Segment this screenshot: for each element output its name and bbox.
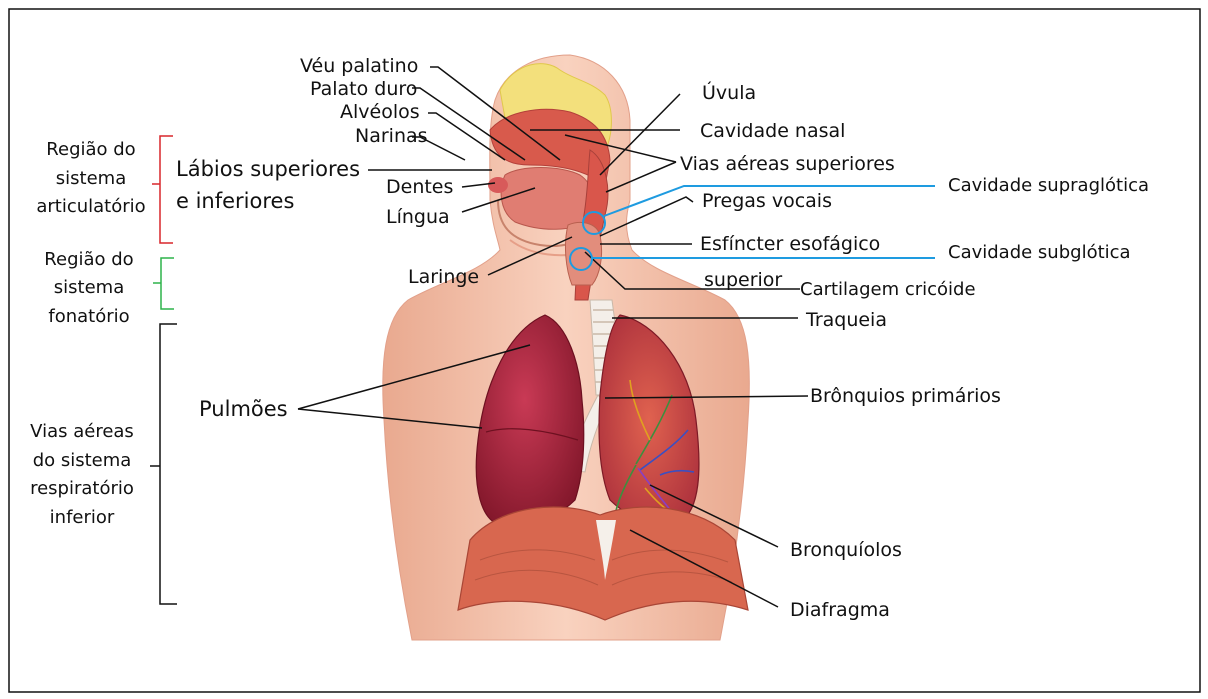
region-lower-line1: Vias aéreas bbox=[30, 421, 134, 442]
label-cartilagem-cricoide: Cartilagem cricóide bbox=[800, 279, 976, 300]
label-pregas-vocais: Pregas vocais bbox=[702, 190, 832, 212]
label-palato-duro: Palato duro bbox=[310, 78, 417, 100]
region-lower-line2: do sistema bbox=[33, 450, 132, 471]
label-laringe: Laringe bbox=[408, 266, 479, 288]
label-uvula: Úvula bbox=[702, 80, 756, 104]
label-traqueia: Traqueia bbox=[805, 309, 887, 331]
label-bronquios-primarios: Brônquios primários bbox=[810, 385, 1001, 407]
label-diafragma: Diafragma bbox=[790, 599, 890, 621]
label-narinas: Narinas bbox=[355, 125, 428, 147]
label-bronquiolos: Bronquíolos bbox=[790, 539, 902, 561]
label-labios-line2: e inferiores bbox=[176, 189, 294, 213]
label-veu-palatino: Véu palatino bbox=[300, 55, 418, 77]
articulatory-bracket bbox=[152, 136, 173, 243]
phonatory-bracket bbox=[153, 258, 174, 309]
region-phonatory-line1: Região do bbox=[44, 249, 133, 270]
label-cavidade-subglotica: Cavidade subglótica bbox=[948, 242, 1131, 263]
tongue bbox=[501, 168, 593, 230]
label-dentes: Dentes bbox=[386, 176, 453, 198]
region-articulatory-line2: sistema bbox=[56, 168, 126, 189]
label-pulmoes: Pulmões bbox=[199, 397, 288, 421]
region-labels: Região do sistema articulatório Região d… bbox=[30, 139, 146, 528]
label-cavidade-supraglotica: Cavidade supraglótica bbox=[948, 175, 1149, 196]
lips bbox=[488, 177, 508, 193]
region-lower-line4: inferior bbox=[50, 507, 115, 528]
label-lingua: Língua bbox=[386, 206, 450, 228]
label-esfincter-line1: Esfíncter esofágico bbox=[700, 233, 880, 255]
region-articulatory-line1: Região do bbox=[46, 139, 135, 160]
lower-airways-bracket bbox=[150, 324, 177, 604]
label-alveolos: Alvéolos bbox=[340, 101, 420, 123]
region-lower-line3: respiratório bbox=[30, 478, 134, 499]
label-labios-line1: Lábios superiores bbox=[176, 157, 360, 181]
region-articulatory-line3: articulatório bbox=[36, 196, 145, 217]
label-vias-aereas-superiores: Vias aéreas superiores bbox=[680, 153, 895, 175]
anatomy-illustration bbox=[383, 55, 750, 640]
label-cavidade-nasal: Cavidade nasal bbox=[700, 120, 845, 142]
region-phonatory-line3: fonatório bbox=[48, 306, 129, 327]
region-phonatory-line2: sistema bbox=[54, 277, 124, 298]
label-esfincter-line2: superior bbox=[704, 269, 782, 291]
